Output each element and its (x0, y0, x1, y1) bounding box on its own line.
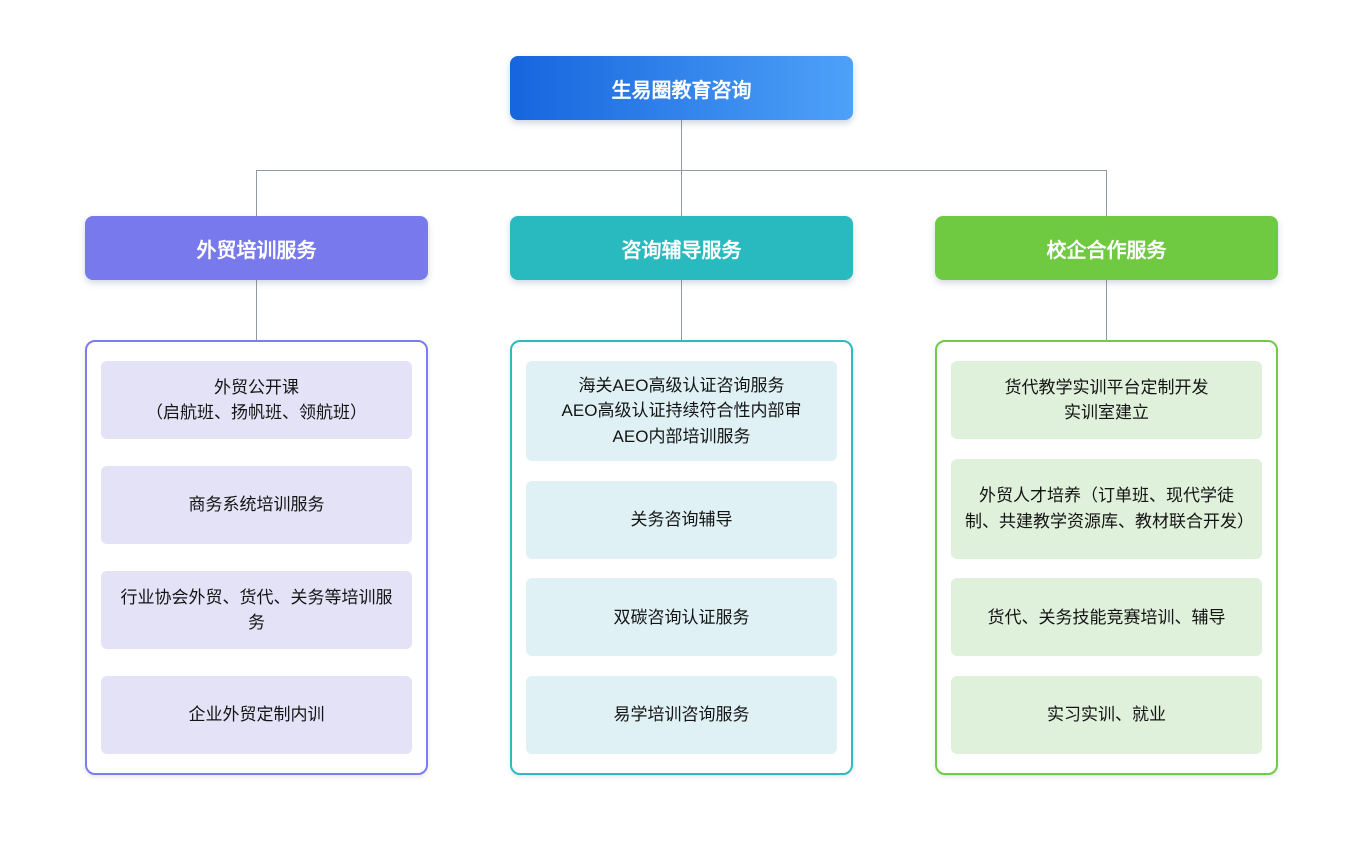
branch-header-foreign-trade-training: 外贸培训服务 (85, 216, 428, 280)
connector-branch1-down (256, 170, 257, 216)
service-item: 海关AEO高级认证咨询服务 AEO高级认证持续符合性内部审 AEO内部培训服务 (526, 361, 837, 461)
root-node: 生易圈教育咨询 (510, 56, 853, 120)
service-item: 关务咨询辅导 (526, 480, 837, 559)
service-item: 货代教学实训平台定制开发 实训室建立 (951, 361, 1262, 439)
service-item: 商务系统培训服务 (101, 466, 412, 544)
connector-branch2-down (681, 170, 682, 216)
connector-branch3-down (1106, 170, 1107, 216)
connector-root-down (681, 120, 682, 170)
connector-header1-panel (256, 280, 257, 340)
service-item: 易学培训咨询服务 (526, 675, 837, 754)
branch-header-school-enterprise: 校企合作服务 (935, 216, 1278, 280)
service-item: 双碳咨询认证服务 (526, 578, 837, 657)
branch-panel-consulting-coaching: 海关AEO高级认证咨询服务 AEO高级认证持续符合性内部审 AEO内部培训服务 … (510, 340, 853, 775)
connector-header3-panel (1106, 280, 1107, 340)
service-item: 企业外贸定制内训 (101, 676, 412, 754)
service-item: 货代、关务技能竞赛培训、辅导 (951, 578, 1262, 657)
service-item: 实习实训、就业 (951, 675, 1262, 754)
service-item: 外贸公开课 （启航班、扬帆班、领航班） (101, 361, 412, 439)
branch-panel-school-enterprise: 货代教学实训平台定制开发 实训室建立 外贸人才培养（订单班、现代学徒制、共建教学… (935, 340, 1278, 775)
connector-header2-panel (681, 280, 682, 340)
branch-header-consulting-coaching: 咨询辅导服务 (510, 216, 853, 280)
branch-panel-foreign-trade-training: 外贸公开课 （启航班、扬帆班、领航班） 商务系统培训服务 行业协会外贸、货代、关… (85, 340, 428, 775)
service-item: 外贸人才培养（订单班、现代学徒制、共建教学资源库、教材联合开发） (951, 458, 1262, 559)
service-item: 行业协会外贸、货代、关务等培训服务 (101, 571, 412, 649)
